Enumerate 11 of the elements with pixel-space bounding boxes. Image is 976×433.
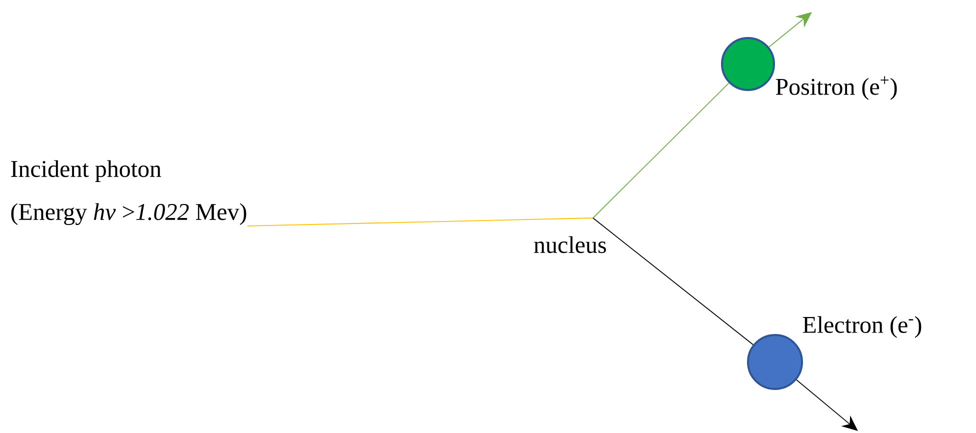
nucleus-label: nucleus	[534, 236, 606, 254]
track-line	[247, 218, 594, 226]
arrow	[796, 379, 858, 431]
arrow	[768, 12, 812, 48]
particle-label: Positron (e$^{+}$)	[776, 76, 897, 100]
particle-label: Electron (e$^{-}$)	[802, 316, 922, 338]
track-line	[592, 218, 754, 346]
track-line	[592, 82, 730, 218]
photon-label: Incident photon (Energy hv >1.022 Mev)	[11, 160, 246, 226]
particle-circle	[721, 37, 775, 91]
particle-circle	[747, 334, 803, 390]
